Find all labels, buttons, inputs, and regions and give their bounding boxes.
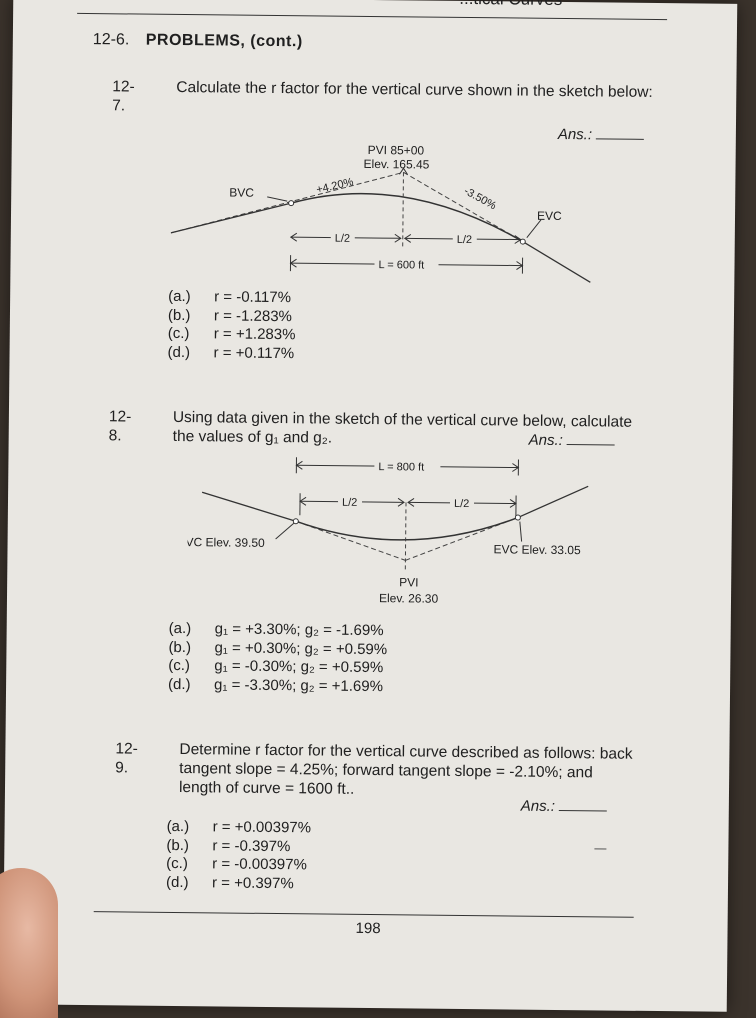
- evc-leader: [520, 522, 522, 542]
- answer-blank[interactable]: [559, 810, 607, 812]
- bvc-label: BVC: [229, 186, 254, 200]
- answer-field: Ans.:: [529, 432, 615, 450]
- answer-blank[interactable]: [596, 138, 644, 140]
- choice-label: (c.): [166, 855, 212, 874]
- evc-point: [515, 515, 520, 520]
- choice-text: g₁ = +0.30%; g₂ = +0.59%: [214, 639, 387, 659]
- problem-number: 12-7.: [112, 77, 135, 115]
- choice-b[interactable]: (b.)g₁ = +0.30%; g₂ = +0.59%: [168, 638, 387, 659]
- choice-label: (c.): [168, 657, 214, 676]
- choice-a[interactable]: (a.)r = -0.117%: [168, 288, 296, 308]
- section-heading: 12-6. PROBLEMS, (cont.): [93, 31, 303, 51]
- choice-label: (d.): [168, 675, 214, 694]
- choice-text: r = -0.00397%: [212, 855, 307, 874]
- choice-a[interactable]: (a.)r = +0.00397%: [167, 818, 312, 838]
- departure-grade: [518, 486, 588, 519]
- g2-label: -3.50%: [462, 185, 499, 212]
- choice-label: (b.): [168, 638, 214, 657]
- evc-elev-label: EVC Elev. 33.05: [493, 542, 581, 557]
- answer-blank[interactable]: [567, 444, 615, 446]
- choice-c[interactable]: (c.)r = +1.283%: [168, 325, 296, 345]
- choices-12-9: (a.)r = +0.00397% (b.)r = -0.397% (c.)r …: [166, 818, 311, 894]
- choice-label: (a.): [169, 620, 215, 639]
- bottom-rule: [94, 911, 634, 918]
- half1-label: L/2: [335, 233, 350, 245]
- choices-12-8: (a.)g₁ = +3.30%; g₂ = -1.69% (b.)g₁ = +0…: [168, 620, 387, 696]
- choice-b[interactable]: (b.)r = -1.283%: [168, 306, 296, 326]
- choice-label: (d.): [167, 343, 213, 362]
- length-label: L = 800 ft: [378, 461, 424, 473]
- problem-number: 12-9.: [115, 739, 138, 777]
- half2-label: L/2: [457, 234, 472, 246]
- departure-grade: [522, 242, 590, 283]
- bvc-leader: [276, 523, 294, 539]
- section-number: 12-6.: [93, 31, 130, 48]
- pvi-label: PVI 85+00: [368, 143, 425, 158]
- section-title: PROBLEMS, (cont.): [146, 32, 303, 51]
- vertical-curve: [296, 515, 518, 541]
- pvi-label: PVI: [399, 575, 418, 589]
- evc-label: EVC: [537, 209, 562, 223]
- choice-d[interactable]: (d.)g₁ = -3.30%; g₂ = +1.69%: [168, 675, 387, 696]
- half2-label: L/2: [454, 498, 469, 510]
- choices-12-7: (a.)r = -0.117% (b.)r = -1.283% (c.)r = …: [167, 288, 296, 363]
- problem-number: 12-8.: [109, 407, 132, 445]
- bvc-point: [293, 519, 298, 524]
- answer-field: Ans.:: [521, 798, 607, 816]
- chapter-title: ...tical Curves: [459, 0, 562, 10]
- choice-text: g₁ = -0.30%; g₂ = +0.59%: [214, 657, 383, 677]
- choice-c[interactable]: (c.)r = -0.00397%: [166, 855, 311, 875]
- choice-d[interactable]: (d.)r = +0.117%: [167, 343, 295, 363]
- half1-label: L/2: [342, 497, 357, 509]
- bvc-leader: [267, 197, 287, 201]
- pvi-elev-label: Elev. 165.45: [363, 157, 429, 172]
- pvi-vertical: [405, 502, 406, 570]
- back-tangent: [171, 170, 404, 235]
- choice-label: (c.): [168, 325, 214, 344]
- choice-text: r = -0.117%: [214, 288, 291, 307]
- choice-text: g₁ = +3.30%; g₂ = -1.69%: [215, 620, 384, 640]
- answer-label: Ans.:: [529, 432, 563, 449]
- thumb-photo-artifact: [0, 868, 58, 1018]
- pvi-elev-label: Elev. 26.30: [379, 591, 439, 606]
- choice-label: (d.): [166, 873, 212, 892]
- choice-label: (b.): [166, 836, 212, 855]
- choice-text: r = +0.00397%: [213, 818, 312, 838]
- choice-label: (a.): [167, 818, 213, 837]
- choice-a[interactable]: (a.)g₁ = +3.30%; g₂ = -1.69%: [169, 620, 388, 641]
- choice-text: r = -0.397%: [212, 837, 290, 856]
- top-rule: [77, 13, 667, 20]
- choice-text: g₁ = -3.30%; g₂ = +1.69%: [214, 676, 383, 696]
- choice-text: r = -1.283%: [214, 307, 292, 326]
- bvc-point: [289, 201, 294, 206]
- answer-label: Ans.:: [558, 126, 592, 143]
- choice-text: r = +1.283%: [214, 325, 296, 344]
- approach-grade: [202, 492, 296, 521]
- pvi-vertical: [403, 172, 404, 246]
- diagram-12-8: L = 800 ft L/2 L/2 BVC Elev. 39.50 EVC E…: [187, 454, 609, 608]
- diagram-12-7: PVI 85+00 Elev. 165.45 BVC EVC +4.20% -3…: [170, 138, 602, 292]
- bvc-elev-label: BVC Elev. 39.50: [187, 535, 265, 550]
- dim-arrows-half: [300, 497, 516, 507]
- margin-mark: [594, 848, 606, 849]
- choice-d[interactable]: (d.)r = +0.397%: [166, 873, 311, 893]
- choice-text: r = +0.397%: [212, 874, 294, 893]
- page-number: 198: [355, 920, 380, 937]
- answer-label: Ans.:: [521, 798, 555, 815]
- choice-text: r = +0.117%: [213, 344, 294, 363]
- problem-text: Calculate the r factor for the vertical …: [176, 78, 736, 103]
- problem-text: Determine r factor for the vertical curv…: [179, 740, 640, 802]
- choice-label: (a.): [168, 288, 214, 307]
- choice-b[interactable]: (b.)r = -0.397%: [166, 836, 311, 856]
- length-label: L = 600 ft: [378, 259, 424, 271]
- textbook-page: ...tical Curves 12-6. PROBLEMS, (cont.) …: [3, 0, 738, 1012]
- choice-c[interactable]: (c.)g₁ = -0.30%; g₂ = +0.59%: [168, 657, 387, 678]
- choice-label: (b.): [168, 306, 214, 325]
